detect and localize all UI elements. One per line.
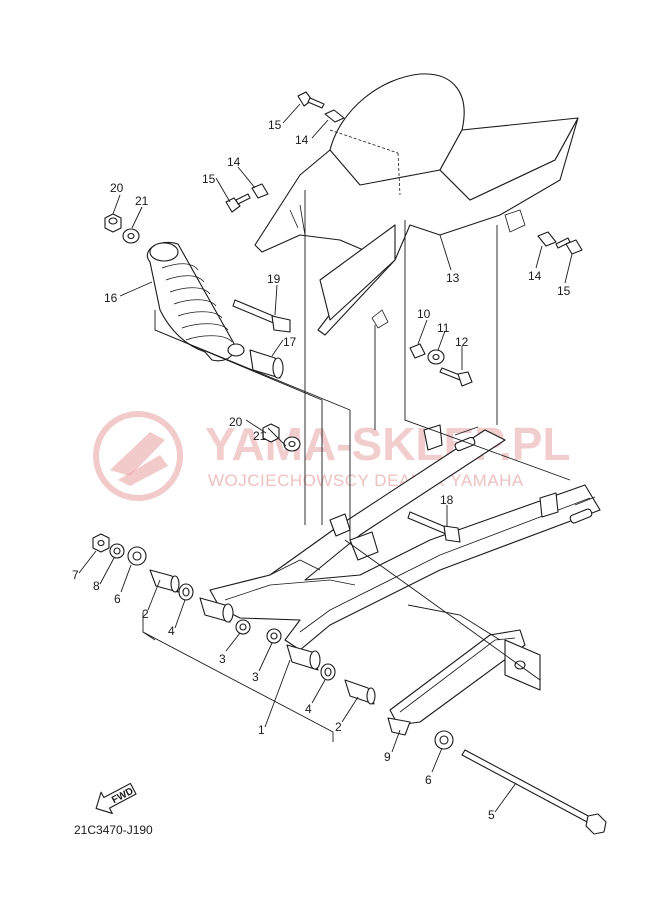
callout-8: 8 (93, 579, 100, 593)
callout-11: 11 (437, 321, 450, 335)
callout-12: 12 (455, 335, 469, 349)
callout-15-top: 15 (268, 118, 282, 132)
callout-leaders (78, 103, 573, 813)
callout-17: 17 (283, 335, 297, 349)
callout-4-left: 4 (168, 624, 175, 638)
watermark-title: YAMA-SKLEP.PL (205, 418, 571, 470)
callout-13: 13 (446, 271, 460, 285)
washer-8-part (109, 543, 125, 559)
fwd-label: FWD (110, 786, 135, 806)
bolt-15-upper-part (297, 91, 325, 109)
diagram-code: 21C3470-J190 (74, 823, 153, 837)
collar-14-upper-part (324, 109, 345, 123)
bolt-15-right-part (555, 237, 583, 255)
pivot-shaft-5-part (461, 749, 607, 835)
callout-14-left: 14 (227, 155, 241, 169)
callout-20-top: 20 (110, 181, 124, 195)
callout-5: 5 (488, 808, 495, 822)
collar-2-right-part (344, 679, 376, 705)
dealer-watermark: YAMA-SKLEP.PL WOJCIECHOWSCY DEALER YAMAH… (93, 411, 571, 501)
bolt-18-part (407, 511, 461, 543)
seal-3-left-part (235, 619, 251, 635)
assembly-reference-lines (142, 190, 571, 742)
callout-6-right: 6 (425, 773, 432, 787)
callout-numbers: 15 14 14 15 20 21 16 19 17 13 14 15 10 1… (72, 118, 571, 822)
watermark-subtitle: WOJCIECHOWSCY DEALER YAMAHA (208, 471, 524, 490)
thrust-cover-6-right-part (434, 730, 454, 750)
collar-10-part (409, 343, 426, 359)
callout-2-right: 2 (335, 720, 342, 734)
callout-2-left: 2 (142, 607, 149, 621)
forward-direction-arrow-icon: FWD (95, 782, 137, 814)
collar-14-left-part (251, 183, 269, 199)
bearing-4-right-part (320, 663, 336, 681)
callout-14-top: 14 (295, 133, 309, 147)
callout-21-lower: 21 (253, 429, 267, 443)
bolt-12-part (439, 367, 473, 387)
bolt-15-left-part (225, 193, 251, 213)
callout-14-right: 14 (528, 269, 542, 283)
nut-20-lower-part (262, 423, 280, 443)
nut-20-upper-part (104, 213, 122, 233)
rear-fender-part (254, 73, 579, 336)
callout-15-right: 15 (557, 284, 571, 298)
collar-14-right-part (537, 231, 557, 247)
washer-11-part (427, 349, 445, 365)
bushing-left-part (199, 597, 234, 623)
callout-7: 7 (72, 568, 79, 582)
nut-7-part (92, 533, 110, 553)
callout-21-top: 21 (135, 194, 149, 208)
bearing-4-left-part (178, 583, 194, 601)
washer-21-lower-part (283, 436, 301, 452)
collar-17-part (249, 349, 284, 379)
callout-4-right: 4 (305, 702, 312, 716)
callout-1: 1 (258, 723, 265, 737)
callout-6-left: 6 (114, 592, 121, 606)
callout-19: 19 (267, 272, 281, 286)
callout-18: 18 (440, 493, 454, 507)
watermark-logo-icon (93, 411, 183, 501)
thrust-cover-6-left-part (127, 546, 147, 566)
callout-10: 10 (417, 307, 431, 321)
callout-3-right: 3 (252, 670, 259, 684)
callout-15-left: 15 (202, 172, 216, 186)
bushing-right-part (286, 644, 321, 671)
chain-guide-9-part (387, 629, 541, 736)
collar-2-left-part (149, 569, 180, 593)
callout-16: 16 (104, 291, 118, 305)
callout-9: 9 (384, 750, 391, 764)
callout-20-lower: 20 (229, 415, 243, 429)
seal-3-right-part (266, 628, 282, 644)
bolt-19-part (232, 299, 291, 333)
callout-3-left: 3 (219, 652, 226, 666)
rear-shock-absorber-part (147, 242, 245, 362)
washer-21-upper-part (122, 228, 140, 244)
